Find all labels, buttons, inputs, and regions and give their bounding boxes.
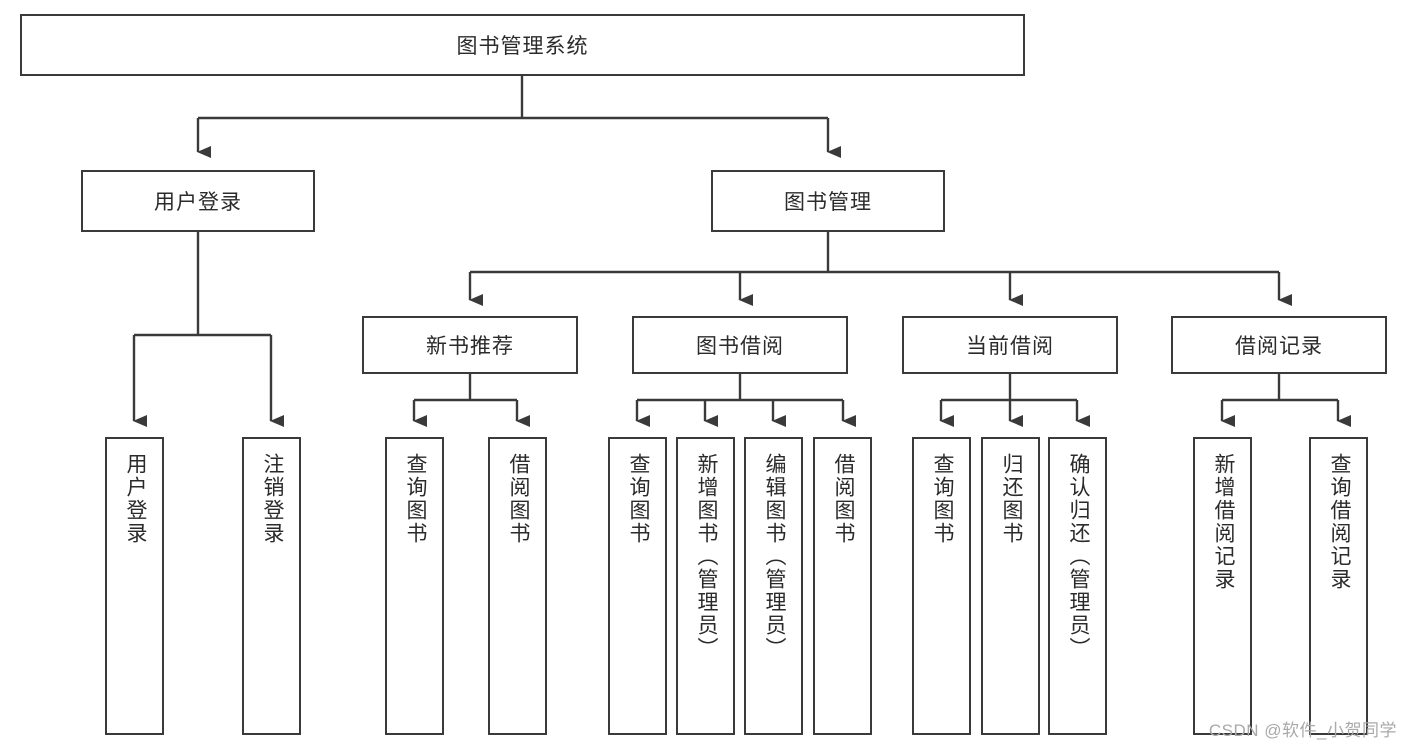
leaf-new-book-query-book[interactable]: 查询图书 xyxy=(385,437,444,735)
node-label: 借阅记录 xyxy=(1235,335,1323,358)
leaf-book-borrow-query-book[interactable]: 查询图书 xyxy=(608,437,667,735)
node-label: 查询图书 xyxy=(403,453,427,545)
leaf-user-login-login[interactable]: 用户登录 xyxy=(105,437,164,735)
node-label: 注销登录 xyxy=(260,453,284,545)
leaf-borrow-record-query-record[interactable]: 查询借阅记录 xyxy=(1309,437,1368,735)
leaf-book-borrow-borrow-book[interactable]: 借阅图书 xyxy=(813,437,872,735)
node-label: 当前借阅 xyxy=(966,335,1054,358)
node-root-book-management-system[interactable]: 图书管理系统 xyxy=(20,14,1025,76)
node-new-book-recommend[interactable]: 新书推荐 xyxy=(362,316,578,374)
node-label: 新增图书（管理员） xyxy=(694,453,718,660)
node-label: 图书管理系统 xyxy=(456,35,589,58)
leaf-current-borrow-return-book[interactable]: 归还图书 xyxy=(981,437,1040,735)
node-label: 查询图书 xyxy=(930,453,954,545)
node-borrow-record[interactable]: 借阅记录 xyxy=(1171,316,1387,374)
node-label: 确认归还（管理员） xyxy=(1066,453,1090,660)
leaf-current-borrow-confirm-return-admin[interactable]: 确认归还（管理员） xyxy=(1048,437,1107,735)
node-label: 查询借阅记录 xyxy=(1327,453,1351,591)
leaf-borrow-record-add-record[interactable]: 新增借阅记录 xyxy=(1193,437,1252,735)
leaf-book-borrow-add-book-admin[interactable]: 新增图书（管理员） xyxy=(676,437,735,735)
node-label: 编辑图书（管理员） xyxy=(762,453,786,660)
node-label: 新书推荐 xyxy=(426,335,514,358)
leaf-new-book-borrow-book[interactable]: 借阅图书 xyxy=(488,437,547,735)
node-label: 图书管理 xyxy=(784,191,872,214)
leaf-user-login-logout[interactable]: 注销登录 xyxy=(242,437,301,735)
node-label: 用户登录 xyxy=(154,191,242,214)
node-label: 查询图书 xyxy=(626,453,650,545)
leaf-book-borrow-edit-book-admin[interactable]: 编辑图书（管理员） xyxy=(744,437,803,735)
node-label: 归还图书 xyxy=(999,453,1023,545)
node-label: 借阅图书 xyxy=(506,453,530,545)
node-label: 新增借阅记录 xyxy=(1211,453,1235,591)
watermark-text: CSDN @软件_小贺同学 xyxy=(1208,721,1397,740)
node-label: 借阅图书 xyxy=(831,453,855,545)
node-book-management[interactable]: 图书管理 xyxy=(711,170,945,232)
node-book-borrow[interactable]: 图书借阅 xyxy=(632,316,848,374)
node-label: 用户登录 xyxy=(123,453,147,545)
node-user-login[interactable]: 用户登录 xyxy=(81,170,315,232)
node-current-borrow[interactable]: 当前借阅 xyxy=(902,316,1118,374)
node-label: 图书借阅 xyxy=(696,335,784,358)
leaf-current-borrow-query-book[interactable]: 查询图书 xyxy=(912,437,971,735)
